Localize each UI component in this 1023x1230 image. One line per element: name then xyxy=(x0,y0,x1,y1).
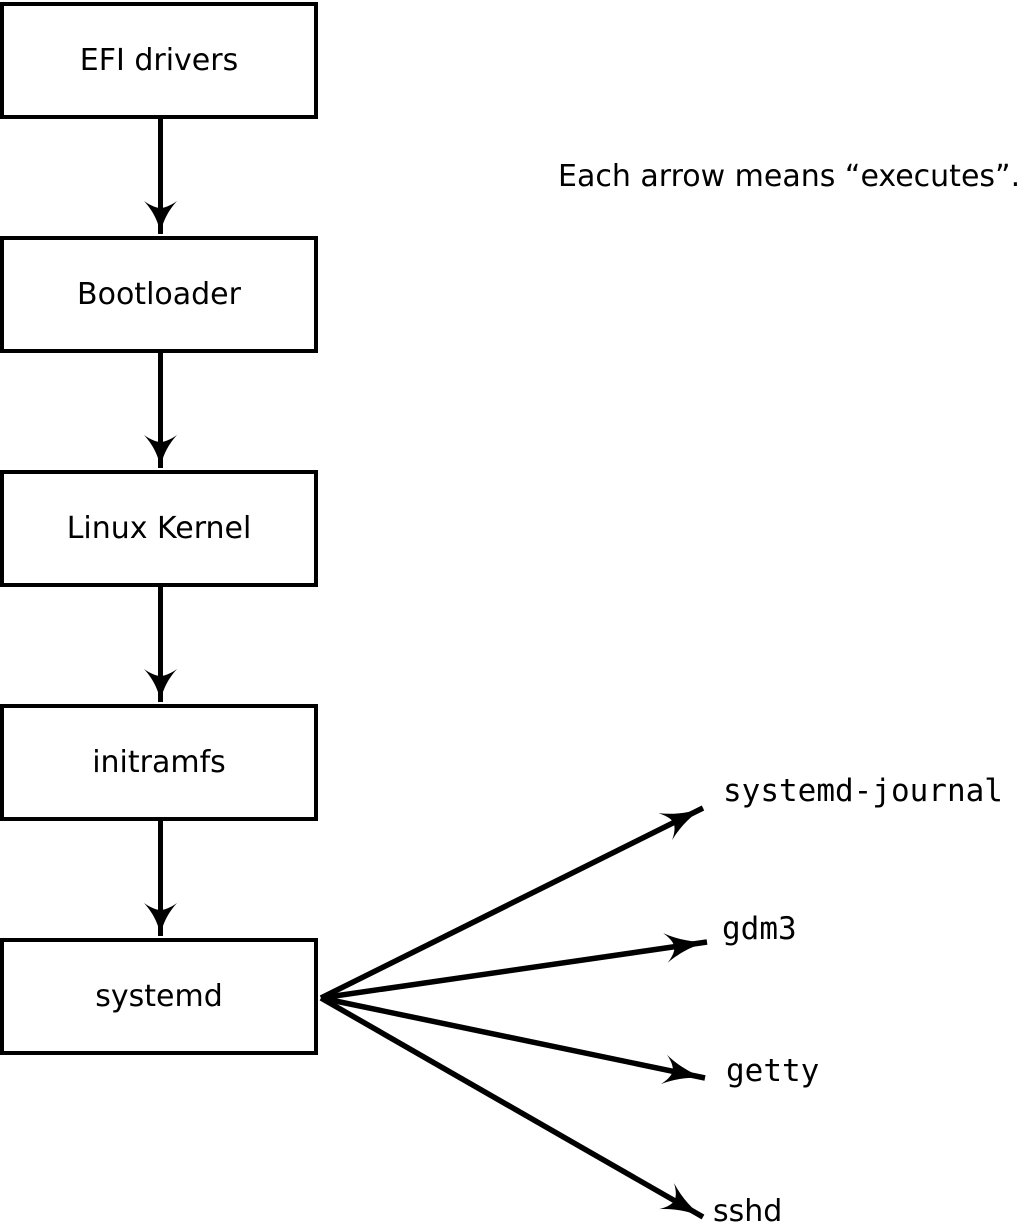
process-label-sshd: sshd xyxy=(713,1194,783,1229)
node-efi-drivers-label: EFI drivers xyxy=(79,42,239,78)
node-initramfs: initramfs xyxy=(0,704,318,821)
node-efi-drivers: EFI drivers xyxy=(0,2,318,119)
process-label-getty: getty xyxy=(726,1053,820,1089)
node-systemd-label: systemd xyxy=(95,978,223,1014)
node-bootloader-label: Bootloader xyxy=(77,276,241,312)
node-linux-kernel: Linux Kernel xyxy=(0,470,318,587)
arrow-systemd-to-gdm3 xyxy=(320,933,708,1001)
process-label-gdm3: gdm3 xyxy=(722,911,797,947)
node-systemd: systemd xyxy=(0,938,318,1055)
node-bootloader: Bootloader xyxy=(0,236,318,353)
arrow-meaning-annotation: Each arrow means “executes”. xyxy=(558,159,1021,194)
process-label-systemd-journal: systemd-journal xyxy=(723,773,1003,809)
arrow-systemd-to-sshd xyxy=(319,995,705,1220)
node-linux-kernel-label: Linux Kernel xyxy=(66,510,252,546)
node-initramfs-label: initramfs xyxy=(92,744,226,780)
arrow-systemd-to-getty xyxy=(320,995,706,1085)
arrow-systemd-to-journal xyxy=(319,805,705,1001)
